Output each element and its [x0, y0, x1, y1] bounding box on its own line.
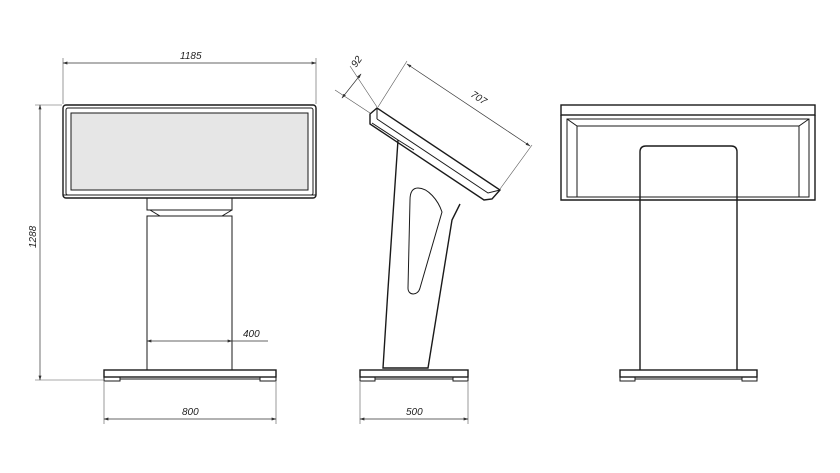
back-housing [560, 115, 816, 201]
front-screen [70, 112, 309, 191]
front-view [62, 104, 317, 382]
side-view [359, 107, 502, 382]
dimension-front-width: 1185 [62, 51, 317, 104]
dimension-column-width: 400 [146, 329, 268, 343]
side-display-panel [369, 107, 502, 201]
side-body [382, 139, 461, 369]
front-base [103, 369, 277, 378]
dimension-label-400: 400 [243, 329, 260, 340]
back-base [619, 369, 758, 378]
front-display-housing [62, 104, 317, 199]
back-top-lid [560, 104, 816, 116]
side-slot-cutout [407, 187, 443, 295]
back-column [639, 145, 738, 370]
side-base [359, 369, 469, 378]
dimension-label-1185: 1185 [180, 51, 202, 62]
dimension-panel-depth: 707 [377, 60, 533, 190]
dimension-label-1288: 1288 [28, 225, 39, 248]
dimension-base-width-front: 800 [103, 382, 277, 424]
dimension-label-500: 500 [406, 407, 423, 418]
dimension-overall-height: 1288 [28, 104, 103, 381]
back-view [560, 104, 816, 382]
dimension-panel-thickness: 92 [334, 54, 378, 114]
dimension-label-707: 707 [468, 89, 488, 108]
front-column-cap [146, 198, 233, 211]
dimension-base-depth-side: 500 [359, 382, 469, 424]
dimension-label-92: 92 [349, 54, 365, 70]
dimension-label-800: 800 [182, 407, 199, 418]
front-column [146, 215, 233, 371]
